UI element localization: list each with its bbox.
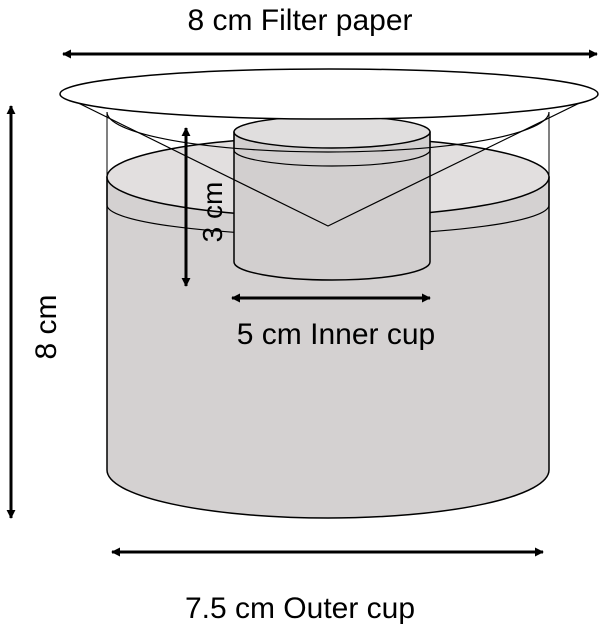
filter-cone (59, 94, 599, 227)
outer-cup-height-label: 8 cm (30, 294, 63, 359)
inner-cup (233, 115, 431, 281)
filter-paper-label: 8 cm Filter paper (187, 4, 412, 37)
inner-cup-band (233, 132, 431, 167)
inner-cup-top (233, 115, 431, 149)
inner-cup-body (233, 131, 431, 281)
inner-cup-height-label: 3 cm (197, 182, 228, 243)
inner-cup-width-label: 5 cm Inner cup (237, 318, 435, 351)
filter-paper-disc (59, 68, 599, 120)
filter-cone-lines (59, 94, 599, 227)
outer-cup-width-label: 7.5 cm Outer cup (185, 592, 415, 625)
outer-cup-body (106, 176, 550, 519)
filter-cone-rim (106, 111, 550, 153)
